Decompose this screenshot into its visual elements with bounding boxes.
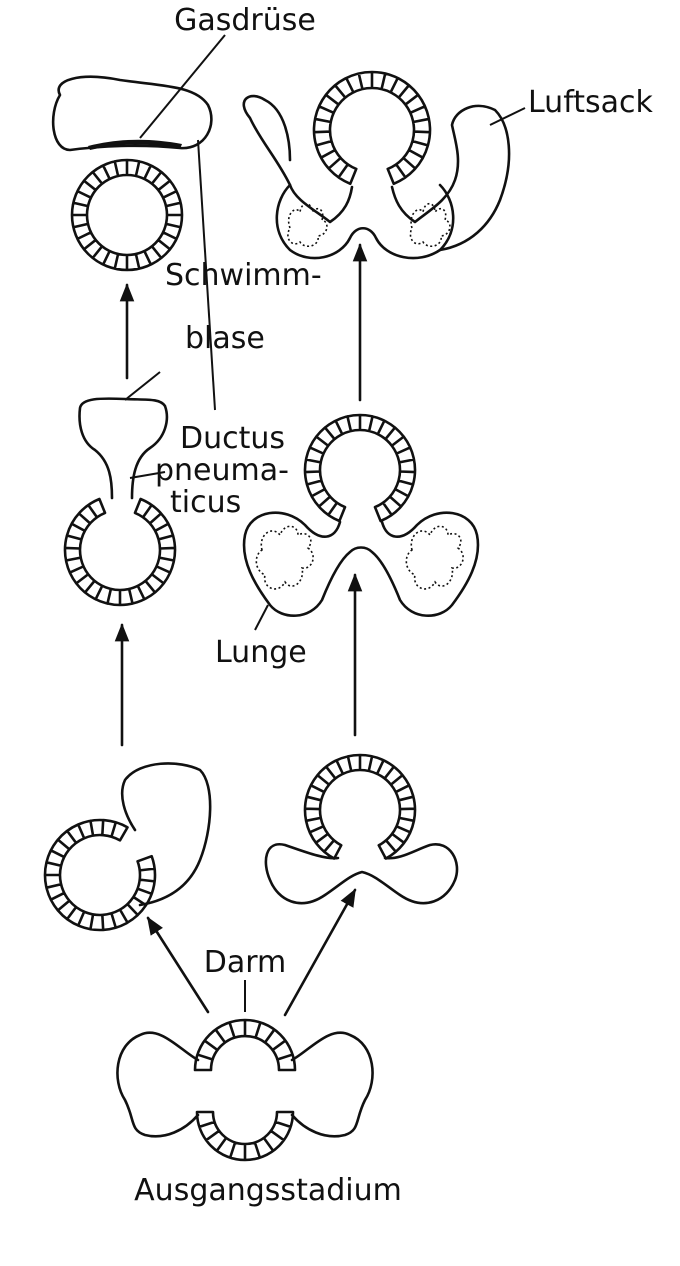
epithelium-ring xyxy=(63,497,177,607)
lung-folds xyxy=(287,202,328,248)
lung-folds xyxy=(405,525,464,590)
epithelium-ring xyxy=(312,70,432,186)
epithelium-ring xyxy=(303,413,417,523)
schwimmblase-pointer-2 xyxy=(124,371,161,401)
epithelium-ring xyxy=(193,1018,297,1072)
gas-gland xyxy=(88,139,182,150)
label-darm: Darm xyxy=(204,945,287,980)
label-ductus: Ductus xyxy=(180,421,285,456)
label-ticus: ticus xyxy=(170,485,241,520)
label-luftsack: Luftsack xyxy=(528,85,654,120)
ductus-pointer xyxy=(129,471,166,479)
schwimmblase-pointer xyxy=(197,139,216,411)
label-schwimm: Schwimm- xyxy=(165,258,322,293)
epithelium-ring xyxy=(70,158,184,272)
swim-bladder-closed xyxy=(51,75,213,152)
swim-bladder-open xyxy=(78,397,169,500)
gut-ring-dorsal xyxy=(193,1018,297,1072)
epithelium-ring xyxy=(195,1110,295,1162)
lung-folds xyxy=(409,202,451,248)
gut-ring-ventral xyxy=(195,1110,295,1162)
arrow-up-right xyxy=(283,888,357,1017)
gut-ring-bottom-right xyxy=(303,753,417,860)
lung-folds xyxy=(255,525,314,590)
label-lunge: Lunge xyxy=(215,635,307,670)
gut-ring-top-left xyxy=(70,158,184,272)
gut-ring-middle-left xyxy=(63,497,177,607)
luftsack-pointer xyxy=(489,107,526,126)
label-ausgangsstadium: Ausgangsstadium xyxy=(134,1173,402,1208)
air-sac-stage xyxy=(242,94,511,260)
gut-ring-bottom-left xyxy=(43,818,157,932)
epithelium-ring xyxy=(43,818,157,932)
lung-stage xyxy=(242,511,480,617)
starting-stage xyxy=(116,1031,374,1138)
gasdruese-pointer xyxy=(139,34,226,139)
label-gasdruese: Gasdrüse xyxy=(174,3,316,38)
unpaired-sac-stage xyxy=(120,762,212,907)
gut-rings xyxy=(43,70,432,1162)
gut-ring-middle-right xyxy=(303,413,417,523)
epithelium-ring xyxy=(303,753,417,860)
arrow-up-left xyxy=(146,916,210,1014)
label-blase: blase xyxy=(185,321,265,356)
paired-outgrowth-stage xyxy=(264,842,459,905)
label-pneuma: pneuma- xyxy=(155,453,289,488)
lunge-pointer xyxy=(254,604,269,631)
gut-ring-top-right xyxy=(312,70,432,186)
